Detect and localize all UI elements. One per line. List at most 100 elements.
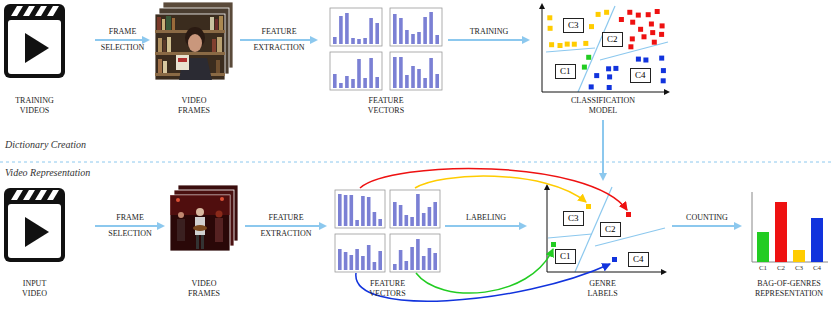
arrow-head [734,222,742,230]
labeling-curves [356,169,627,302]
frame-stack-part [193,225,207,231]
training-point [594,73,599,78]
edge-label: FEATURE EXTRACTION [259,210,314,242]
stage-caption: CLASSIFICATION MODEL [569,96,637,116]
training-point [613,66,618,71]
training-point [572,42,577,47]
class-box: C4 [630,68,651,83]
stage-node: TRAINING VIDEOS [3,3,66,116]
frame-stack-part [162,19,165,30]
histogram-bar [435,35,439,44]
frame-stack-part [155,52,225,55]
section-divider [0,162,831,163]
arrow-line [448,39,523,41]
section-label: Dictionary Creation [5,139,86,151]
training-point [659,32,664,37]
arrow-line [245,225,320,227]
frame-stack-part [163,40,166,52]
histogram-bar [393,264,397,270]
arrow-line [240,39,311,41]
histogram-bar [417,69,421,88]
bar-chart-part [775,202,787,262]
frame-stack-part [178,58,187,62]
frame-stack-part [158,59,162,73]
training-point [660,23,665,28]
histogram-bar [429,58,433,88]
histogram-bar [393,57,397,88]
bar-label: C4 [813,264,821,273]
edge-label: FRAME SELECTION [99,24,146,56]
flow-arrow [95,36,150,44]
histogram-bar [357,39,361,44]
bar-chart-part [757,232,769,262]
edge-label: TRAINING [468,24,510,40]
arrow-head [522,36,530,44]
arrow-head [142,36,150,44]
stage-caption: INPUT VIDEO [21,279,49,299]
video-icon [4,4,65,78]
frame-stack-part [212,39,216,52]
stage-node: FEATURE VECTORS [330,8,442,116]
training-point [619,17,624,22]
frame-stack-part [219,16,223,30]
class-box: C1 [555,64,576,79]
frame-stack-part [217,37,222,52]
frame-stack [155,2,233,80]
frame-stack [170,185,238,251]
histogram-bar [350,195,354,226]
class-box: C2 [602,32,623,47]
histogram-bar [399,250,403,270]
stage-node: INPUT VIDEO [3,187,66,299]
classification-chart [539,3,670,95]
class-label: C1 [560,66,571,77]
frame-stack-part [166,16,171,30]
training-point [655,9,660,14]
training-point [607,85,612,90]
video-icon [4,188,65,262]
training-point [636,57,641,62]
histogram-bar [344,195,348,226]
histogram-bar [338,194,342,226]
training-point [661,78,666,83]
bar-label: C1 [759,264,767,273]
class-label: C1 [560,251,571,262]
arrow-line [672,225,735,227]
frame-stack-part [170,195,230,251]
flow-arrow [445,222,527,230]
histogram-bar [344,252,348,270]
class-label: C3 [568,20,579,31]
histogram-bar [416,194,420,226]
training-point [606,66,611,71]
frame-stack-part [177,219,185,241]
arrow-line [95,39,143,41]
histogram-bar [423,17,427,44]
bar-chart-part [793,250,805,262]
stage-node: CLASSIFICATION MODEL C3C2C1 C4 [538,4,668,116]
bar-label: C2 [777,264,785,273]
frame-stack-part [215,218,223,242]
training-point [549,42,554,47]
frame-stack-part [220,197,224,201]
histogram-bar [361,196,365,226]
stage-caption: FEATURE VECTORS [366,96,406,116]
training-point [650,30,655,35]
frame-stack-part [210,17,214,30]
training-point [636,13,641,18]
histogram-frame [390,52,442,90]
histogram-bar [399,18,403,44]
histogram-bar [378,219,382,226]
training-points [547,9,666,90]
frame-stack-part [163,61,167,73]
histogram-bar [355,220,359,226]
frame-stack-part [188,34,202,52]
genre-chart-part [612,257,617,262]
histogram-frame [330,8,382,46]
histogram-frame [330,52,382,90]
arrow-head [599,173,607,181]
histogram-frame [390,234,440,272]
histogram-bar [351,38,355,44]
class-box: C3 [563,211,584,226]
arrow-line [602,120,604,174]
training-point [642,34,647,39]
edge-label: FEATURE EXTRACTION [252,24,307,56]
